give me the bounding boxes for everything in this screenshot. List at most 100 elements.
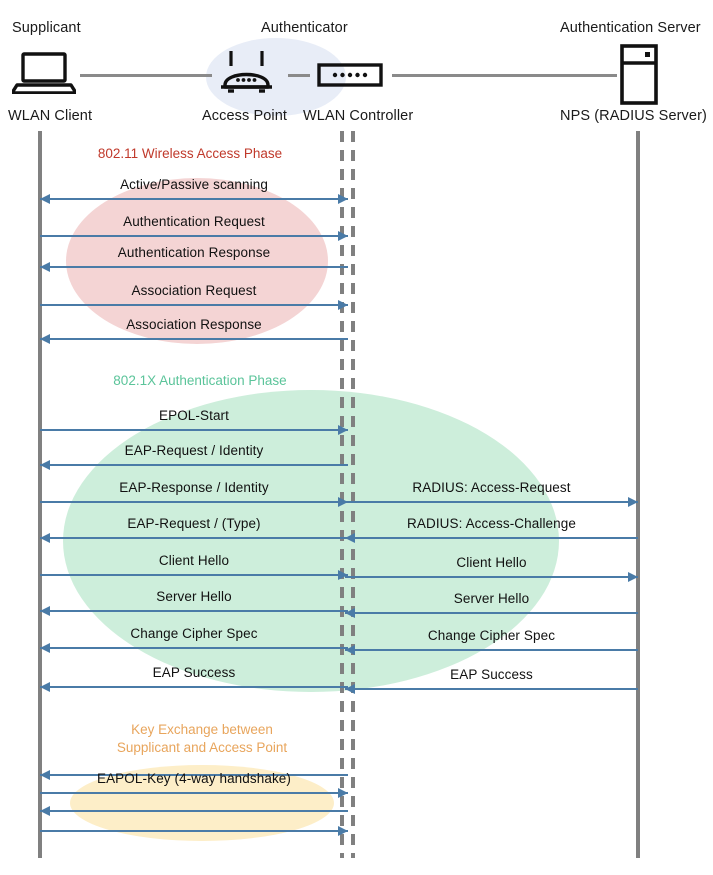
msg-eapol-key-1	[40, 769, 348, 781]
msg-radius-access-request-line	[345, 501, 638, 503]
msg-server-hello-left-arrowhead-left	[40, 606, 50, 616]
lifeline-authenticator-left	[340, 131, 344, 858]
msg-client-hello-left-arrowhead-right	[338, 570, 348, 580]
msg-server-hello-left-line	[40, 610, 348, 612]
msg-eap-success-right-arrowhead-left	[345, 684, 355, 694]
phase-title-authentication: 802.1X Authentication Phase	[113, 373, 287, 388]
phase-title-wireless-access: 802.11 Wireless Access Phase	[97, 146, 283, 161]
msg-eap-request-identity	[40, 459, 348, 471]
msg-eap-request-identity-line	[40, 464, 348, 466]
role-label-authenticator: Authenticator	[261, 20, 348, 36]
phase-title-key-exchange-line1: Key Exchange between	[131, 722, 273, 737]
msg-association-request-arrowhead-right	[338, 300, 348, 310]
msg-eapol-key-2-label: EAPOL-Key (4-way handshake)	[96, 771, 292, 786]
msg-authentication-request-arrowhead-right	[338, 231, 348, 241]
msg-eap-request-type-arrowhead-left	[40, 533, 50, 543]
msg-eap-request-type	[40, 532, 348, 544]
msg-server-hello-right-line	[345, 612, 638, 614]
msg-association-request	[40, 299, 348, 311]
msg-association-response-arrowhead-left	[40, 334, 50, 344]
msg-eap-success-left-line	[40, 686, 348, 688]
msg-change-cipher-spec-left-label: Change Cipher Spec	[130, 626, 258, 641]
msg-eapol-key-2	[40, 787, 348, 799]
msg-server-hello-right-arrowhead-left	[345, 608, 355, 618]
laptop-icon	[10, 52, 78, 95]
msg-eapol-key-3-arrowhead-left	[40, 806, 50, 816]
node-label-nps-server: NPS (RADIUS Server)	[560, 108, 707, 124]
phase-ellipse-wireless-access	[66, 178, 328, 344]
msg-change-cipher-spec-left-line	[40, 647, 348, 649]
msg-eap-success-left	[40, 681, 348, 693]
msg-eapol-key-3-line	[40, 810, 348, 812]
msg-client-hello-left-line	[40, 574, 348, 576]
msg-eap-request-type-label: EAP-Request / (Type)	[127, 516, 261, 531]
msg-radius-access-challenge-line	[345, 537, 638, 539]
msg-client-hello-right-arrowhead-right	[628, 572, 638, 582]
msg-radius-access-challenge	[345, 532, 638, 544]
node-label-wlan-controller: WLAN Controller	[303, 108, 414, 124]
msg-eapol-start-line	[40, 429, 348, 431]
msg-active-passive-scanning-label: Active/Passive scanning	[120, 177, 268, 192]
msg-active-passive-scanning-arrowhead-right	[338, 194, 348, 204]
msg-server-hello-right	[345, 607, 638, 619]
msg-active-passive-scanning-arrowhead-left	[40, 194, 50, 204]
msg-eap-success-right-label: EAP Success	[450, 667, 533, 682]
msg-authentication-response-label: Authentication Response	[117, 245, 271, 260]
msg-client-hello-right-line	[345, 576, 638, 578]
msg-eap-success-left-arrowhead-left	[40, 682, 50, 692]
lifeline-authentication-server	[636, 131, 640, 858]
msg-eapol-start-label: EPOL-Start	[158, 408, 230, 423]
msg-eap-request-type-line	[40, 537, 348, 539]
msg-radius-access-request	[345, 496, 638, 508]
msg-eapol-key-4	[40, 825, 348, 837]
link-controller-to-server	[392, 74, 617, 77]
role-label-supplicant: Supplicant	[12, 20, 81, 36]
link-client-to-ap	[80, 74, 212, 77]
msg-eapol-start	[40, 424, 348, 436]
msg-eap-success-left-label: EAP Success	[152, 665, 236, 680]
msg-association-request-line	[40, 304, 348, 306]
phase-title-key-exchange-line2: Supplicant and Access Point	[116, 740, 288, 756]
msg-client-hello-left-label: Client Hello	[158, 553, 230, 568]
msg-authentication-response	[40, 261, 348, 273]
link-ap-to-controller	[288, 74, 310, 77]
phase-title-key-exchange: Key Exchange between Supplicant and Acce…	[96, 721, 308, 757]
msg-eapol-key-1-line	[40, 774, 348, 776]
msg-eapol-key-3	[40, 805, 348, 817]
msg-eap-response-identity-line	[40, 501, 348, 503]
msg-client-hello-right-label: Client Hello	[456, 555, 527, 570]
server-icon	[620, 44, 658, 105]
msg-radius-access-request-arrowhead-right	[628, 497, 638, 507]
msg-authentication-response-arrowhead-left	[40, 262, 50, 272]
role-label-authentication-server: Authentication Server	[560, 20, 701, 36]
msg-eapol-start-arrowhead-right	[338, 425, 348, 435]
lifeline-supplicant	[38, 131, 42, 858]
node-label-access-point: Access Point	[202, 108, 288, 124]
msg-eapol-key-1-arrowhead-left	[40, 770, 50, 780]
msg-active-passive-scanning-line	[40, 198, 348, 200]
msg-eapol-key-4-line	[40, 830, 348, 832]
msg-association-response-line	[40, 338, 348, 340]
phase-ellipse-key-exchange	[70, 765, 334, 841]
msg-radius-access-request-label: RADIUS: Access-Request	[412, 480, 571, 495]
msg-radius-access-challenge-arrowhead-left	[345, 533, 355, 543]
msg-eap-success-right	[345, 683, 638, 695]
msg-authentication-request-label: Authentication Request	[123, 214, 265, 229]
lifeline-authenticator-right	[351, 131, 355, 858]
msg-eap-response-identity-arrowhead-right	[338, 497, 348, 507]
wireless-router-icon	[217, 49, 276, 95]
msg-eap-success-right-line	[345, 688, 638, 690]
msg-association-response	[40, 333, 348, 345]
msg-change-cipher-spec-right-arrowhead-left	[345, 645, 355, 655]
msg-change-cipher-spec-right	[345, 644, 638, 656]
msg-server-hello-left	[40, 605, 348, 617]
msg-association-request-label: Association Request	[131, 283, 257, 298]
msg-server-hello-left-label: Server Hello	[156, 589, 232, 604]
node-label-wlan-client: WLAN Client	[8, 108, 93, 124]
msg-change-cipher-spec-left	[40, 642, 348, 654]
msg-eapol-key-2-arrowhead-right	[338, 788, 348, 798]
msg-eapol-key-4-arrowhead-right	[338, 826, 348, 836]
msg-change-cipher-spec-right-label: Change Cipher Spec	[427, 628, 556, 643]
msg-eap-response-identity-label: EAP-Response / Identity	[119, 480, 269, 495]
